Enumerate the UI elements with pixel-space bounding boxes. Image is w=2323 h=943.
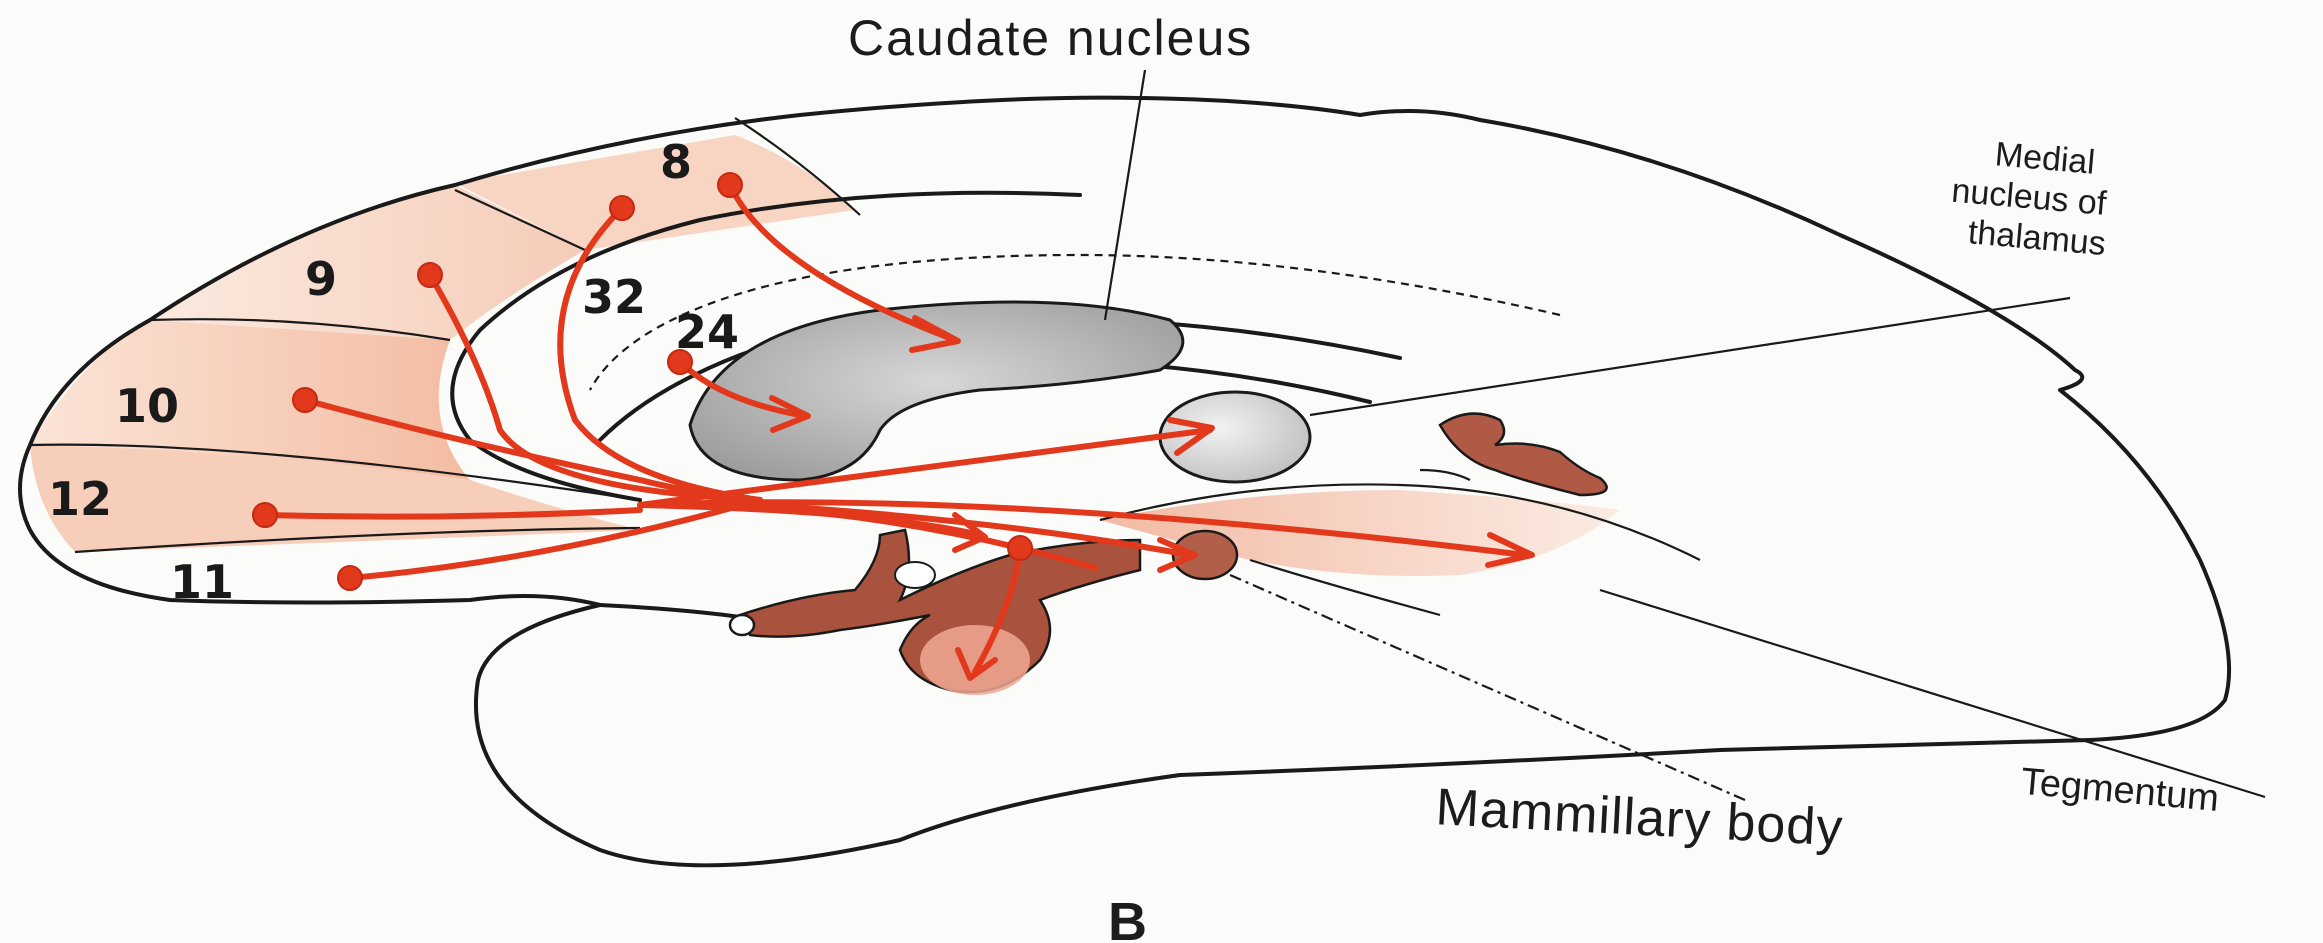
- area-label-11: 11: [170, 555, 234, 609]
- origin-dot-hypothalamus: [1008, 536, 1032, 560]
- medial-nucleus-thalamus-shape: [1160, 392, 1310, 482]
- optic-chiasm-shape: [730, 615, 754, 635]
- origin-dot-area11: [338, 566, 362, 590]
- label-medial-line1: Medial: [1993, 135, 2096, 182]
- figure-label: B: [1108, 892, 1147, 943]
- leader-mammillary: [1230, 575, 1745, 800]
- label-medial-nucleus-group: Medial nucleus of thalamus: [1947, 132, 2115, 263]
- area-label-8: 8: [660, 135, 692, 189]
- label-tegmentum: Tegmentum: [2019, 761, 2220, 820]
- origin-dot-area9: [418, 263, 442, 287]
- leader-caudate: [1105, 70, 1145, 320]
- area-label-32: 32: [582, 270, 646, 324]
- origin-dot-area12: [253, 503, 277, 527]
- label-caudate-nucleus: Caudate nucleus: [848, 10, 1253, 66]
- area-label-9: 9: [305, 252, 337, 306]
- pineal-colliculus-shape: [1440, 414, 1607, 495]
- origin-dot-area32: [610, 196, 634, 220]
- fornix-line: [1420, 470, 1470, 480]
- area-label-10: 10: [115, 379, 179, 433]
- pituitary-tint: [920, 625, 1030, 695]
- origin-dot-area8: [718, 173, 742, 197]
- infundibulum-hole: [895, 562, 935, 588]
- origin-dot-area10: [293, 388, 317, 412]
- label-mammillary-body: Mammillary body: [1434, 778, 1844, 857]
- area-label-24: 24: [675, 305, 739, 359]
- leader-thalamus: [1310, 298, 2070, 415]
- area-label-12: 12: [48, 472, 112, 526]
- leader-tegmentum: [1600, 590, 2265, 797]
